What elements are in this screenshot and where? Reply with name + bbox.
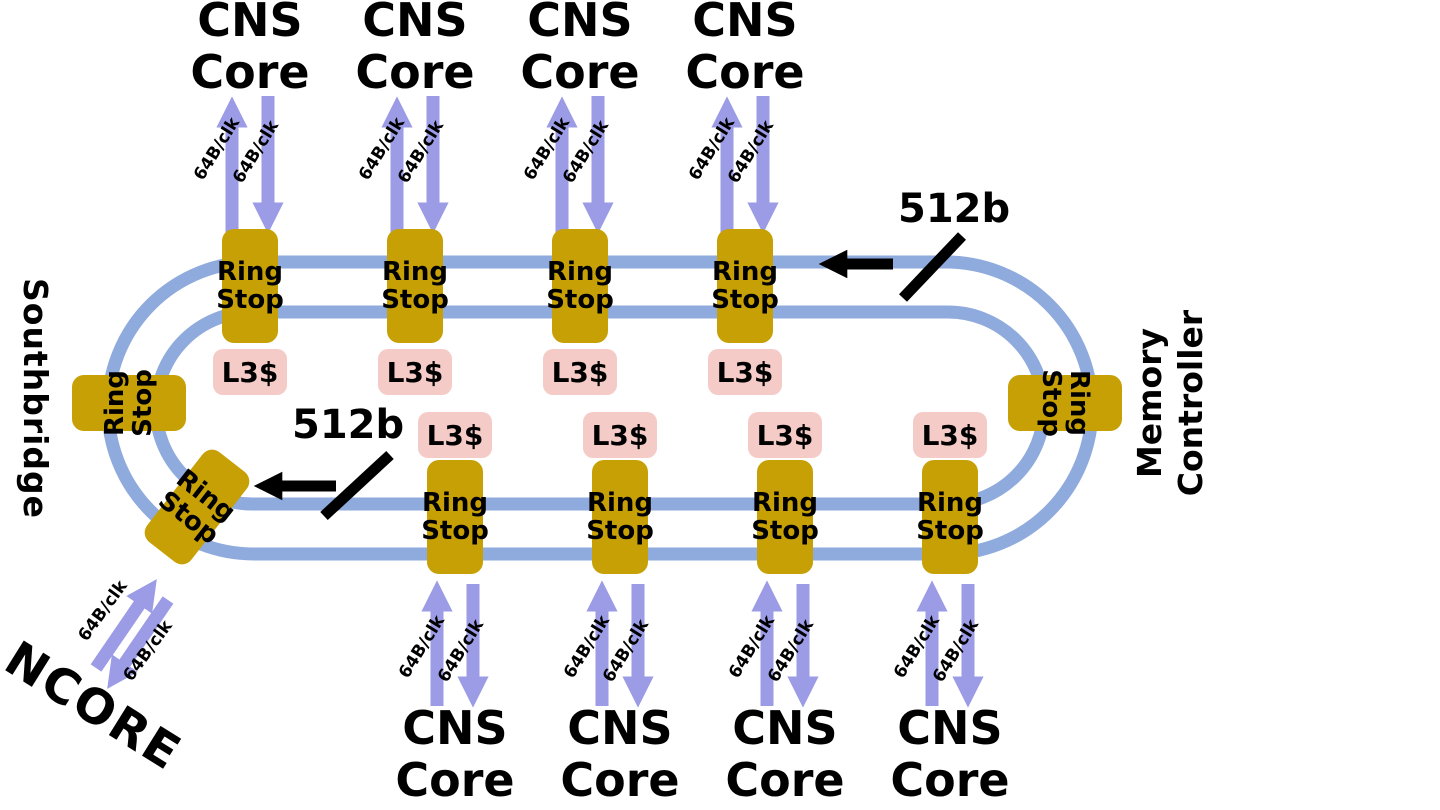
ncore-up-arrow: [90, 579, 157, 672]
ring-stop-line1: Ring: [546, 256, 614, 287]
ring-stop-line2: Stop: [128, 369, 158, 437]
l3-cache: L3$: [213, 349, 287, 395]
ring-stop-line1: Ring: [916, 487, 984, 518]
ring-stop: Ring Stop: [586, 460, 654, 574]
l3-cache: L3$: [913, 412, 987, 458]
ring-stop-line2: Stop: [546, 285, 614, 315]
ring-stop: Ring Stop: [711, 229, 779, 343]
ring-stop-line1: Ring: [751, 487, 819, 518]
ring-stop-line1: Ring: [99, 369, 130, 437]
l3-cache: L3$: [378, 349, 452, 395]
ring-width-slash: [899, 232, 966, 302]
ncore-down-arrow: [107, 596, 174, 689]
cns-core-line1: CNS: [897, 701, 1003, 755]
ring-stop-line1: Ring: [381, 256, 449, 287]
cns-core-line1: CNS: [732, 701, 838, 755]
ring-stop-line2: Stop: [711, 285, 779, 315]
memory-controller-label: Memory Controller: [1129, 268, 1221, 538]
cns-core-line1: CNS: [197, 0, 303, 47]
cns-core-line1: CNS: [402, 701, 508, 755]
cns-core-line1: CNS: [362, 0, 468, 47]
cns-core-label: CNS Core: [495, 0, 665, 99]
l3-cache: L3$: [583, 412, 657, 458]
ring-stop-line2: Stop: [421, 516, 489, 546]
cns-core-label: CNS Core: [165, 0, 335, 99]
l3-cache: L3$: [708, 349, 782, 395]
ring-stop-line2: Stop: [586, 516, 654, 546]
cns-core-line2: Core: [685, 45, 805, 100]
cns-core-line2: Core: [560, 753, 680, 808]
ring-stop-line2: Stop: [216, 285, 284, 315]
ring-stop-line1: Ring: [216, 256, 284, 287]
ring-stop-line2: Stop: [916, 516, 984, 546]
ring-stop: Ring Stop: [216, 229, 284, 343]
l3-cache: L3$: [418, 412, 492, 458]
ring-stop-line2: Stop: [751, 516, 819, 546]
cns-core-label: CNS Core: [700, 702, 870, 807]
ring-stop-line2: Stop: [381, 285, 449, 315]
cns-core-label: CNS Core: [330, 0, 500, 99]
ring-stop: Ring Stop: [916, 460, 984, 574]
cns-core-line2: Core: [355, 45, 475, 100]
ring-stop-line1: Ring: [586, 487, 654, 518]
cns-core-line2: Core: [890, 753, 1010, 808]
ring-width-slash: [320, 450, 394, 521]
cns-core-line2: Core: [395, 753, 515, 808]
l3-cache: L3$: [543, 349, 617, 395]
ring-stop-line2: Stop: [1036, 369, 1066, 437]
ring-width-label: 512b: [292, 402, 405, 448]
cns-core-line1: CNS: [527, 0, 633, 47]
ring-stop-line1: Ring: [711, 256, 779, 287]
cns-core-label: CNS Core: [370, 702, 540, 807]
cns-core-line1: CNS: [567, 701, 673, 755]
ring-stop-memory: Ring Stop: [1008, 369, 1122, 437]
ring-stop: Ring Stop: [381, 229, 449, 343]
cns-core-label: CNS Core: [535, 702, 705, 807]
memory-controller-line1: Memory: [1130, 327, 1169, 479]
cns-core-line2: Core: [725, 753, 845, 808]
cns-core-line2: Core: [520, 45, 640, 100]
memory-controller-line2: Controller: [1171, 309, 1211, 497]
ring-width-label: 512b: [898, 186, 1011, 232]
ring-stop-line1: Ring: [1064, 369, 1095, 437]
l3-cache: L3$: [748, 412, 822, 458]
ring-stop: Ring Stop: [421, 460, 489, 574]
cns-core-line2: Core: [190, 45, 310, 100]
cns-core-line1: CNS: [692, 0, 798, 47]
ring-stop: Ring Stop: [751, 460, 819, 574]
ring-stop-line1: Ring: [421, 487, 489, 518]
ring-stop: Ring Stop: [546, 229, 614, 343]
cns-core-label: CNS Core: [865, 702, 1035, 807]
ring-stop-southbridge: Ring Stop: [72, 369, 186, 437]
southbridge-label: Southbridge: [16, 278, 55, 520]
cns-core-label: CNS Core: [660, 0, 830, 99]
